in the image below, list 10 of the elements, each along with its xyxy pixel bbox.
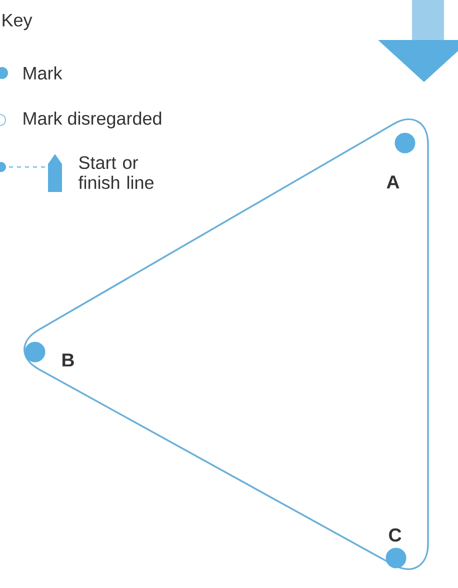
mark-letter: A — [386, 176, 400, 188]
legend-text: Start or finish line — [78, 156, 154, 189]
mark-buoy — [394, 132, 416, 154]
mark-letter: B — [62, 354, 74, 366]
mark-letter: C — [389, 528, 402, 542]
key-heading: Key — [2, 14, 32, 30]
mark-buoy — [386, 548, 406, 568]
mark-buoy — [24, 342, 46, 362]
legend-text: Mark — [24, 66, 62, 80]
legend-text: Mark disregarded — [24, 112, 162, 128]
